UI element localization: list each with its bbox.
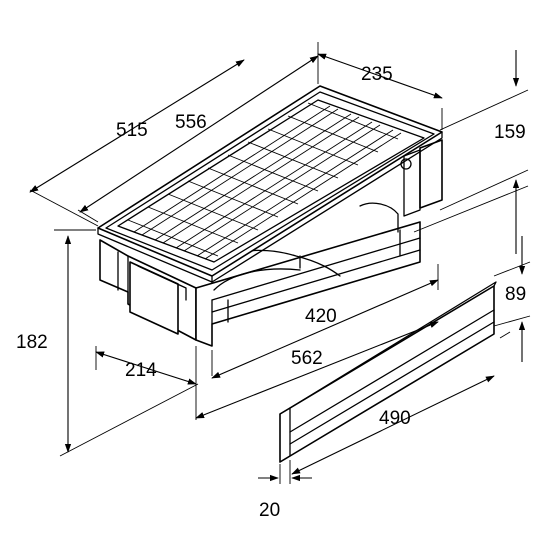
dim-line-490 — [291, 375, 495, 475]
dim-label-89: 89 — [505, 284, 526, 305]
dim-line-235 — [317, 53, 443, 99]
dim-label-235: 235 — [361, 64, 393, 85]
dim-label-556: 556 — [175, 112, 207, 133]
dim-line-556 — [79, 55, 319, 213]
dimension-labels: 515 556 235 159 182 214 420 562 89 490 2… — [16, 64, 526, 521]
dim-label-182: 182 — [16, 332, 48, 353]
dim-label-159: 159 — [494, 122, 526, 143]
dim-line-214 — [95, 351, 197, 385]
dim-label-420: 420 — [305, 306, 337, 327]
dim-label-562: 562 — [291, 348, 323, 369]
dim-label-20: 20 — [259, 500, 280, 521]
dimension-lines — [29, 50, 526, 482]
dim-label-515: 515 — [116, 120, 148, 141]
dim-line-562 — [195, 321, 439, 419]
ventilation-unit — [97, 85, 443, 347]
dim-label-490: 490 — [379, 408, 411, 429]
dim-label-214: 214 — [125, 360, 157, 381]
